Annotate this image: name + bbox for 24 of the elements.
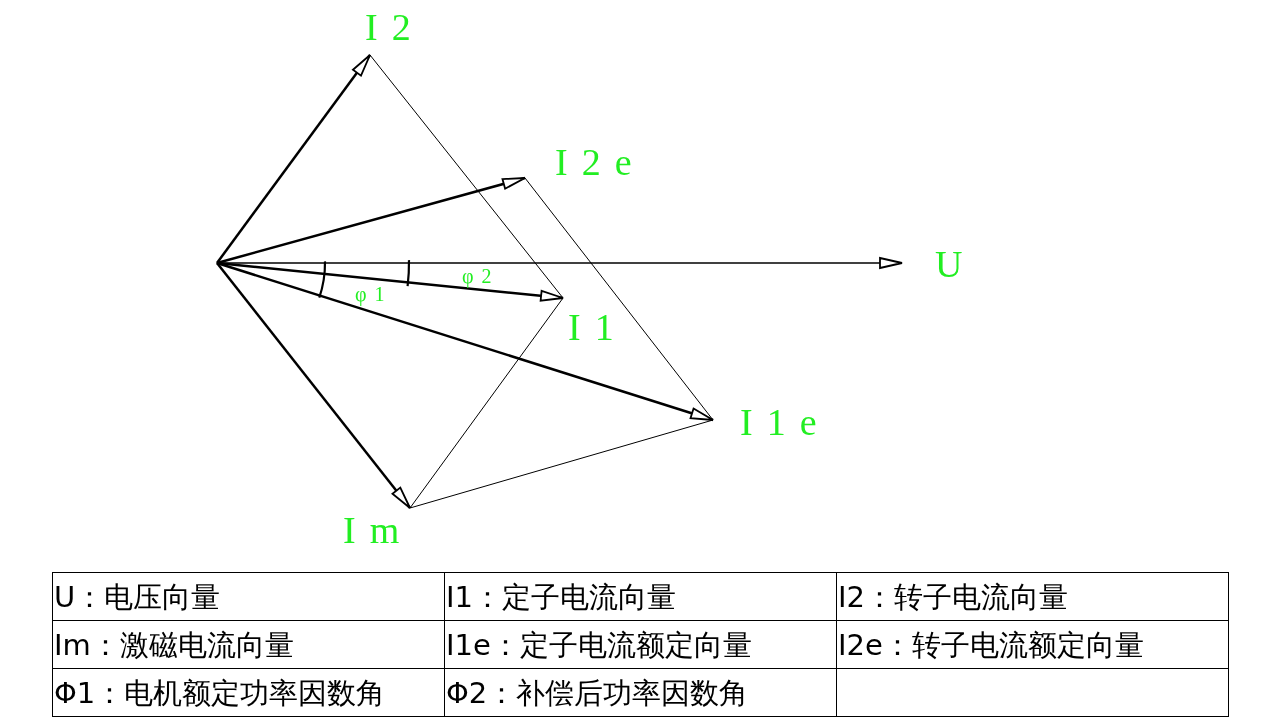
construction-line [409,419,714,509]
angle-label: φ2 [462,266,500,286]
vector-label: I1e [740,403,831,441]
construction-line [409,297,564,509]
vector-label: Im [343,511,414,549]
table-cell: I1：定子电流向量 [444,572,837,621]
vector-arrow [216,176,526,265]
table-cell: Φ2：补偿后功率因数角 [444,668,837,717]
table-cell: Im：激磁电流向量 [52,620,445,669]
vector-arrow [216,54,371,264]
table-cell: Φ1：电机额定功率因数角 [52,668,445,717]
table-cell: I1e：定子电流额定向量 [444,620,837,669]
vector-arrow [216,261,714,422]
table-cell: U：电压向量 [52,572,445,621]
vector-label: I1 [568,308,628,346]
vector-arrow [216,262,411,509]
construction-line [369,54,564,299]
vector-label: U [935,245,977,283]
construction-line [524,177,714,421]
table-cell: I2：转子电流向量 [836,572,1229,621]
vector-label: I2 [365,8,425,46]
angle-label: φ1 [355,284,393,304]
table-cell: I2e：转子电流额定向量 [836,620,1229,669]
vector-label: I2e [555,143,646,181]
